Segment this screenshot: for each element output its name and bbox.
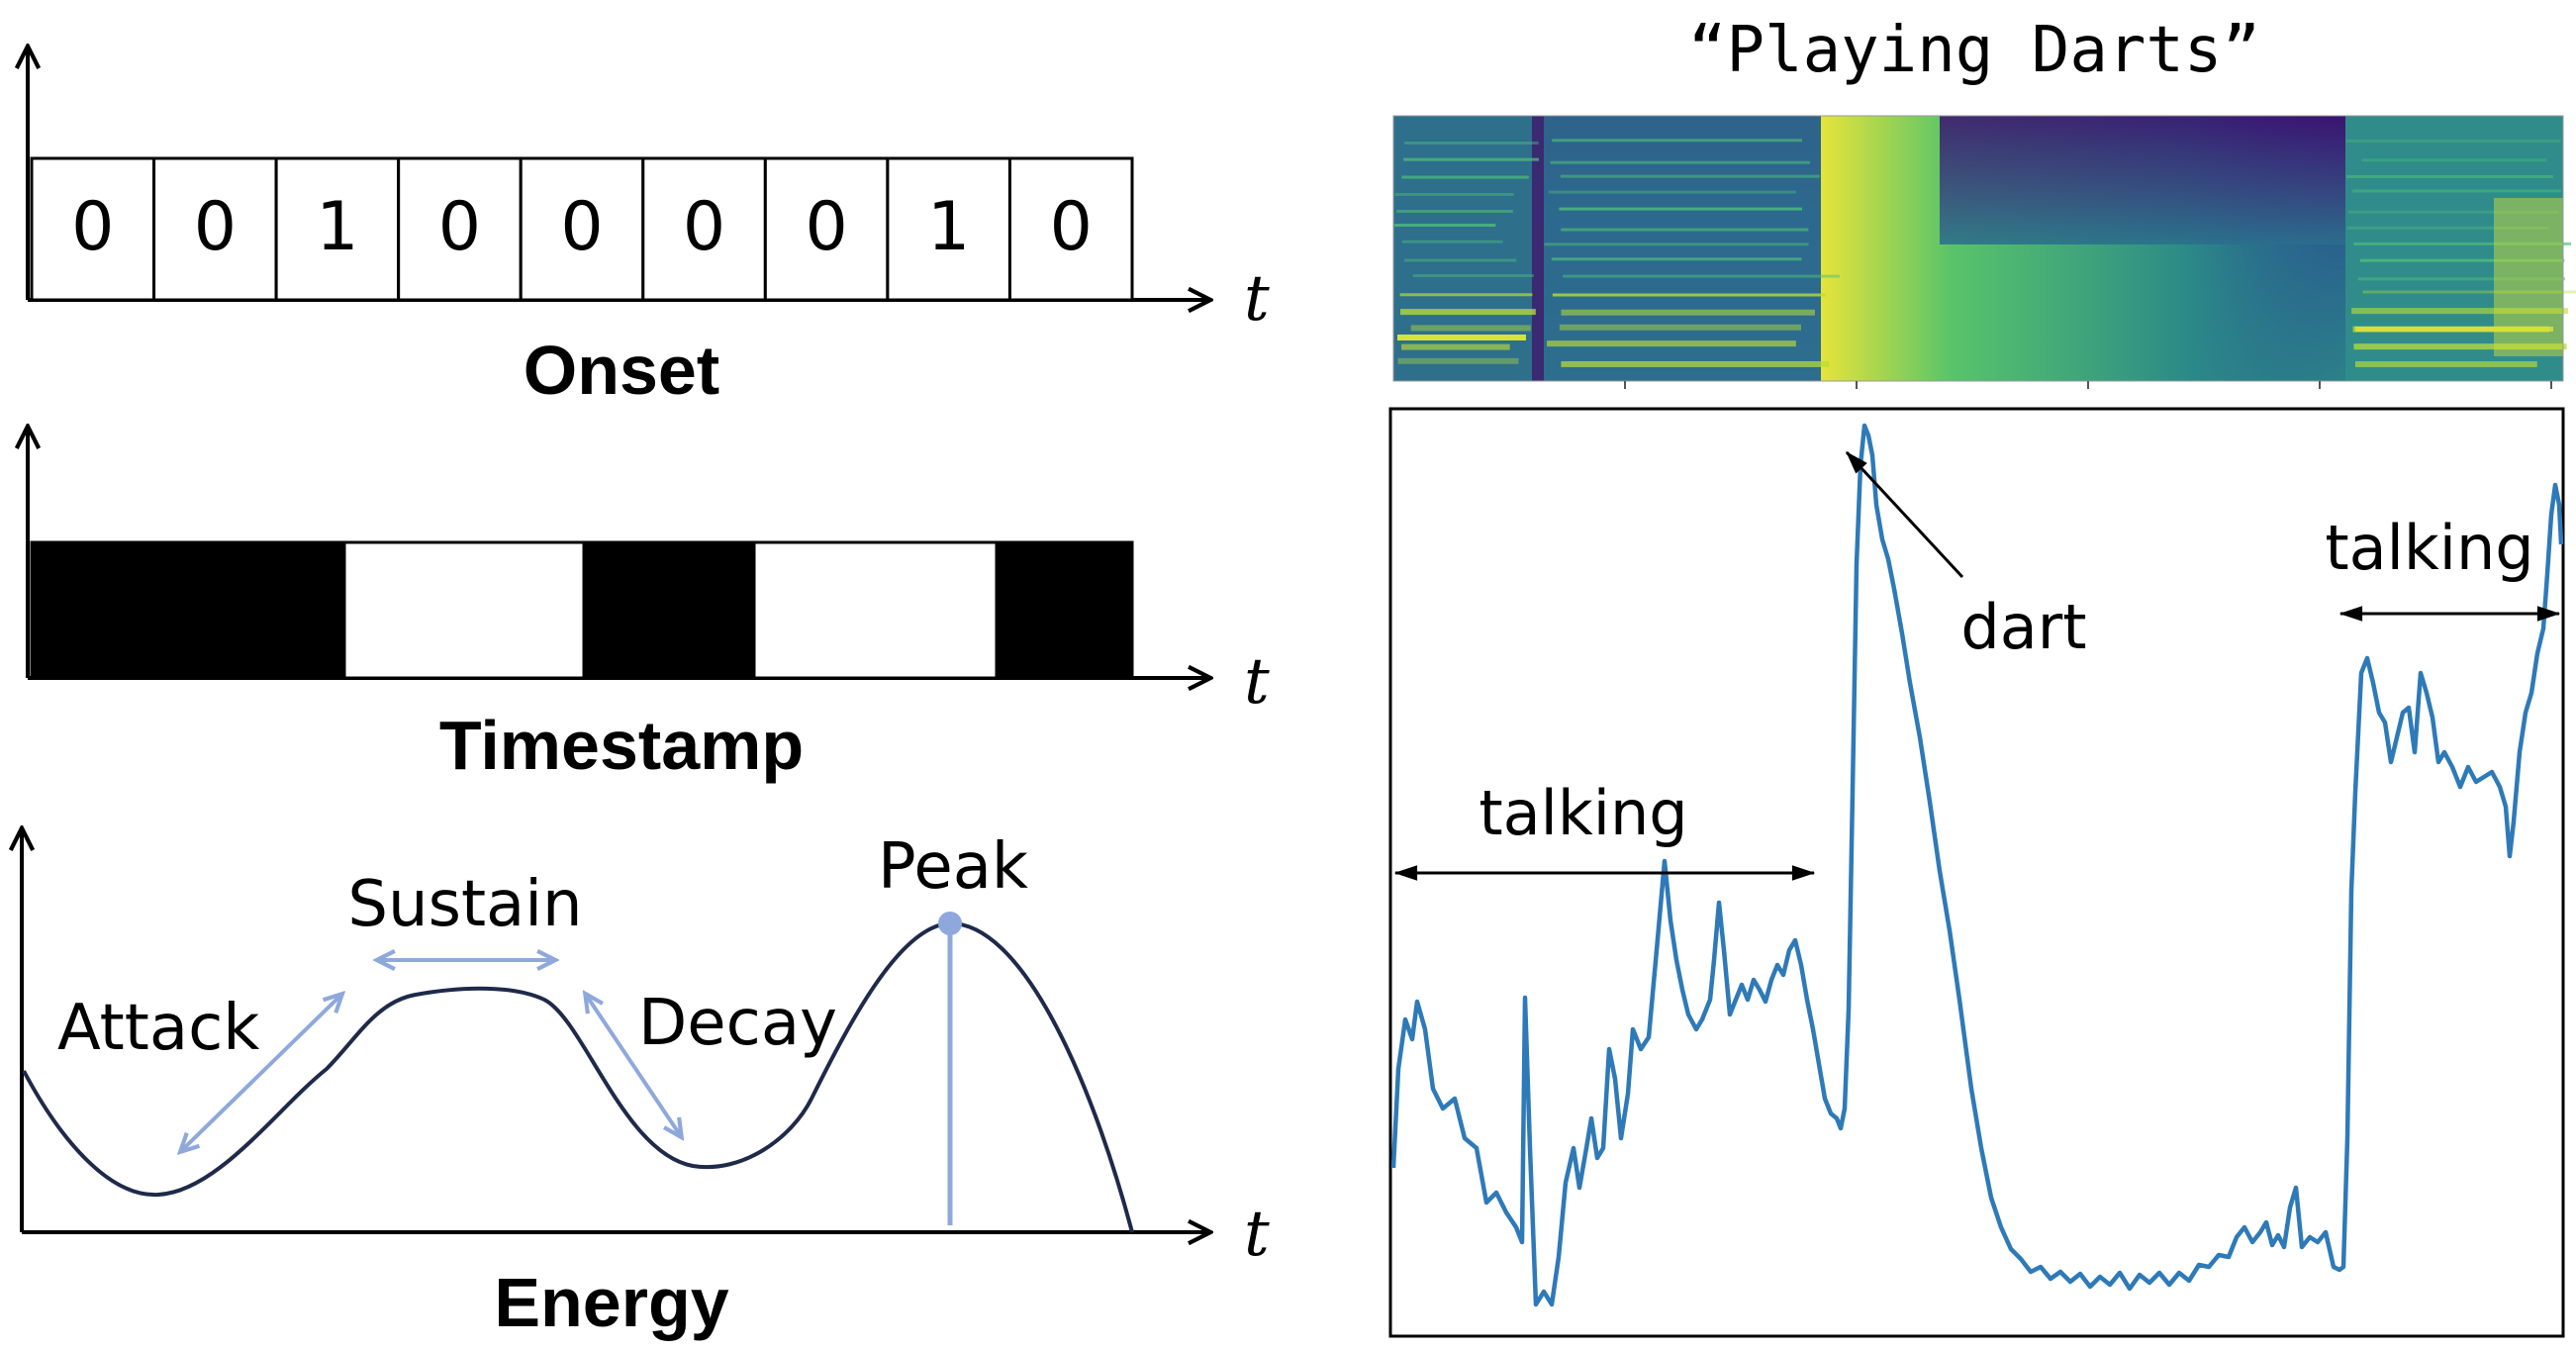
onset-cells: 0 0 1 0 0 0 0 1 0 bbox=[30, 156, 1134, 302]
energy-envelope-curve bbox=[22, 920, 1134, 1233]
onset-cell bbox=[274, 156, 401, 302]
dart-pointer-arrow bbox=[1845, 450, 1964, 579]
timestamp-active-segment bbox=[582, 540, 756, 680]
peak-label: Peak bbox=[878, 830, 1028, 904]
onset-cell bbox=[397, 156, 523, 302]
onset-cell-value: 0 bbox=[1050, 188, 1093, 266]
energy-title: Energy bbox=[494, 1264, 728, 1341]
decay-label: Decay bbox=[638, 987, 837, 1060]
onset-axis-label: t bbox=[1244, 262, 1270, 336]
onset-cell-value: 1 bbox=[927, 188, 970, 266]
onset-cell bbox=[886, 156, 1011, 302]
timestamp-active-segment bbox=[30, 540, 346, 680]
onset-cell bbox=[1007, 156, 1134, 302]
onset-cell-value: 0 bbox=[194, 188, 237, 266]
timestamp-title: Timestamp bbox=[439, 707, 804, 784]
onset-cell-value: 0 bbox=[71, 188, 114, 266]
onset-cell-value: 0 bbox=[805, 188, 847, 266]
onset-cell-value: 0 bbox=[560, 188, 603, 266]
example-title: “Playing Darts” bbox=[1688, 14, 2260, 87]
timestamp-inactive-segment bbox=[342, 540, 586, 680]
spectrogram bbox=[1392, 115, 2576, 389]
sustain-label: Sustain bbox=[347, 868, 582, 941]
attack-arrow bbox=[181, 995, 341, 1151]
onset-cell bbox=[641, 156, 767, 302]
decay-arrow bbox=[586, 995, 681, 1136]
timestamp-active-segment bbox=[995, 540, 1134, 680]
example-panel: “Playing Darts” talking da bbox=[1388, 14, 2576, 1338]
onset-cell-value: 0 bbox=[438, 188, 481, 266]
energy-axis-label: t bbox=[1244, 1198, 1270, 1271]
onset-cell bbox=[152, 156, 278, 302]
onset-panel: 0 0 1 0 0 0 0 1 0 t Onset bbox=[28, 48, 1270, 409]
attack-label: Attack bbox=[57, 992, 259, 1065]
onset-title: Onset bbox=[524, 332, 719, 409]
talking-right-label: talking bbox=[2325, 512, 2533, 584]
dart-label: dart bbox=[1960, 591, 2086, 663]
talking-left-label: talking bbox=[1479, 777, 1687, 849]
timestamp-inactive-segment bbox=[752, 540, 999, 680]
timestamp-segments bbox=[30, 540, 1134, 680]
peak-marker-dot bbox=[938, 912, 962, 935]
onset-cell-value: 1 bbox=[316, 188, 358, 266]
onset-cell-value: 0 bbox=[683, 188, 725, 266]
onset-cell bbox=[763, 156, 890, 302]
timestamp-panel: t Timestamp bbox=[28, 428, 1270, 784]
signal-line bbox=[1390, 423, 2564, 1307]
timestamp-axis-label: t bbox=[1244, 645, 1270, 719]
energy-panel: Attack Sustain Decay Peak t Energy bbox=[22, 829, 1270, 1341]
spectrogram-harmonics bbox=[1394, 139, 2576, 367]
